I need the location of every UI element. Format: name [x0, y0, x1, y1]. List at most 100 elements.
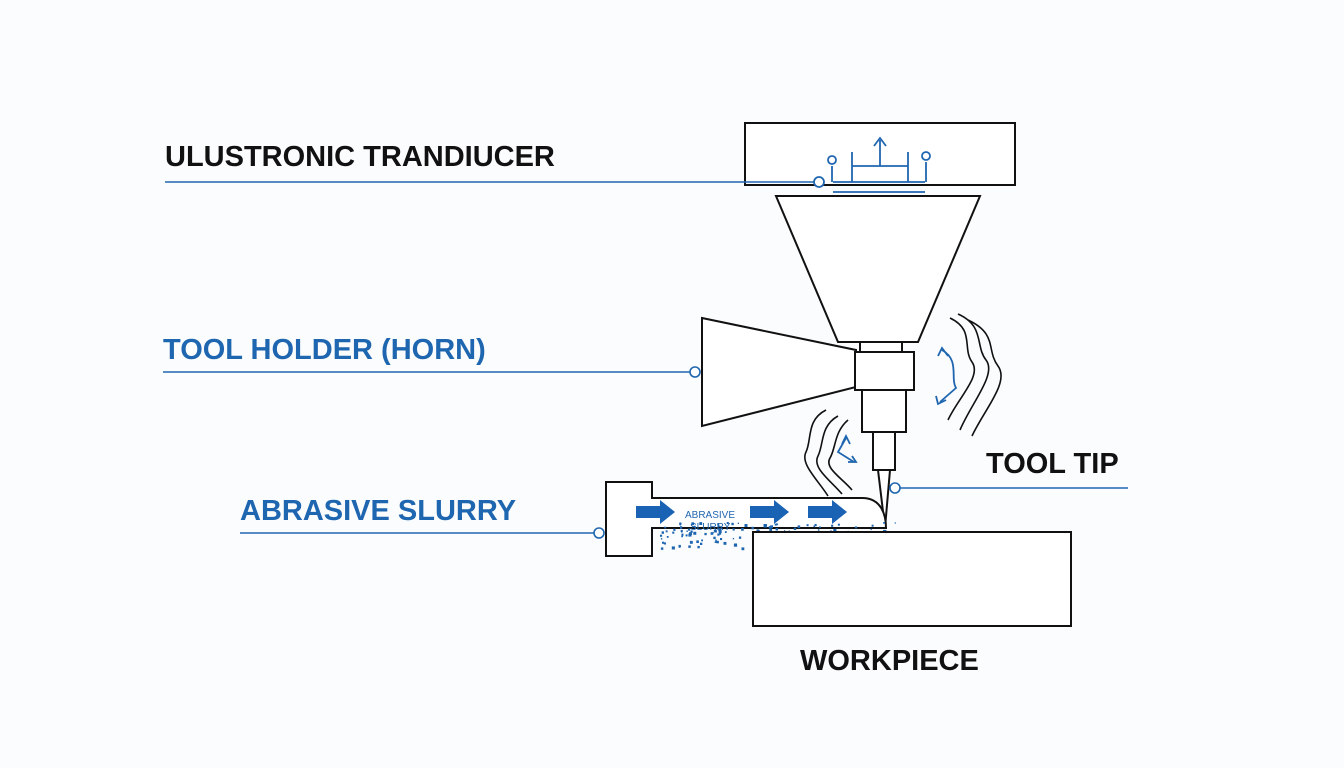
abrasive-particle: [894, 522, 896, 524]
abrasive-particle: [793, 527, 797, 530]
leader-slurry-dot: [593, 527, 605, 539]
label-tool-holder: TOOL HOLDER (HORN): [163, 334, 486, 366]
abrasive-particle: [732, 538, 735, 540]
abrasive-particle: [697, 545, 700, 549]
leader-tool-tip-dot: [889, 482, 901, 494]
abrasive-particle: [693, 531, 697, 535]
abrasive-particle: [717, 533, 720, 536]
slurry-flow-arrows: [636, 500, 847, 524]
slurry-nozzle: [605, 481, 888, 557]
abrasive-particle: [738, 536, 742, 539]
abrasive-particle: [660, 547, 664, 550]
abrasive-particle: [696, 540, 699, 543]
abrasive-particle: [797, 525, 801, 528]
vibration-arrow-right-icon: [935, 346, 958, 406]
abrasive-particle: [723, 541, 727, 545]
abrasive-particle: [741, 547, 745, 551]
abrasive-particle: [664, 526, 667, 529]
abrasive-particle: [817, 529, 820, 531]
abrasive-particle: [681, 535, 683, 538]
abrasive-particle: [718, 530, 722, 534]
vibration-waves-left: [804, 409, 853, 497]
abrasive-particle: [713, 536, 716, 540]
abrasive-particle: [693, 525, 696, 528]
vibration-waves-right: [947, 313, 1002, 437]
abrasive-particle: [671, 546, 675, 550]
abrasive-particle: [681, 534, 684, 537]
abrasive-particle: [665, 530, 668, 533]
abrasive-particle: [662, 541, 665, 544]
abrasive-particle: [690, 530, 693, 533]
abrasive-particle: [718, 532, 722, 535]
abrasive-particle: [704, 532, 707, 536]
abrasive-particle: [733, 543, 738, 547]
abrasive-particle: [663, 542, 666, 545]
transducer-coil-icon: [813, 136, 931, 193]
abrasive-particle: [819, 526, 821, 528]
abrasive-particle: [837, 523, 840, 526]
abrasive-particle: [688, 533, 692, 537]
transducer-assembly: [744, 122, 1016, 193]
abrasive-particle: [692, 526, 694, 528]
abrasive-particle: [681, 533, 684, 536]
abrasive-particle: [715, 539, 717, 541]
flow-arrow-2-icon: [750, 500, 789, 524]
abrasive-particle: [672, 531, 675, 534]
abrasive-particle: [689, 532, 692, 535]
abrasive-particle: [751, 526, 754, 530]
label-abrasive-slurry: ABRASIVE SLURRY: [240, 495, 516, 527]
flow-arrow-3-icon: [808, 500, 847, 524]
abrasive-particle: [724, 531, 727, 533]
abrasive-particle: [717, 525, 720, 528]
abrasive-particle: [660, 534, 663, 537]
horn-cone: [774, 195, 982, 343]
tool-stem: [872, 431, 896, 471]
abrasive-particle: [714, 541, 717, 543]
flow-arrow-1-icon: [636, 500, 675, 524]
abrasive-particle: [831, 524, 834, 527]
abrasive-particle: [883, 522, 885, 524]
abrasive-particle: [871, 524, 874, 527]
abrasive-particle: [720, 538, 723, 541]
leader-lines: [163, 181, 1128, 539]
abrasive-particle: [775, 528, 779, 531]
tool-tip-point: [876, 469, 892, 529]
abrasive-particle: [768, 526, 771, 529]
abrasive-particle: [716, 540, 719, 544]
abrasive-particle: [701, 539, 703, 542]
abrasive-particle: [744, 524, 748, 527]
abrasive-particle: [731, 522, 734, 526]
abrasive-particle: [686, 530, 688, 532]
abrasive-particle: [855, 526, 857, 529]
workpiece-block: [752, 531, 1072, 627]
abrasive-particle: [769, 528, 773, 532]
label-slurry-inline-2: SLURRY: [690, 522, 731, 533]
abrasive-particle: [774, 523, 777, 526]
abrasive-particle: [685, 534, 688, 537]
tool-shank: [861, 389, 907, 433]
abrasive-particle: [680, 526, 683, 529]
abrasive-particle: [732, 528, 735, 531]
abrasive-particle: [660, 538, 663, 540]
abrasive-particle: [718, 528, 722, 532]
abrasive-particle: [679, 523, 682, 526]
abrasive-particle: [688, 545, 691, 548]
abrasive-particle: [681, 531, 683, 533]
abrasive-particle: [688, 528, 691, 531]
abrasive-particle: [833, 528, 837, 532]
label-workpiece: WORKPIECE: [800, 645, 979, 677]
horn-collar: [859, 341, 903, 353]
abrasive-particle: [680, 527, 682, 529]
abrasive-particle: [870, 528, 872, 531]
label-transducer: ULUSTRONIC TRANDIUCER: [165, 141, 555, 173]
abrasive-particle: [776, 523, 778, 526]
abrasive-particle: [713, 529, 716, 532]
abrasive-particle: [661, 531, 664, 534]
abrasive-particle: [830, 530, 832, 532]
abrasive-particle: [726, 522, 729, 525]
abrasive-particle: [699, 522, 703, 525]
abrasive-particle: [673, 528, 676, 531]
abrasive-particle: [712, 532, 714, 534]
